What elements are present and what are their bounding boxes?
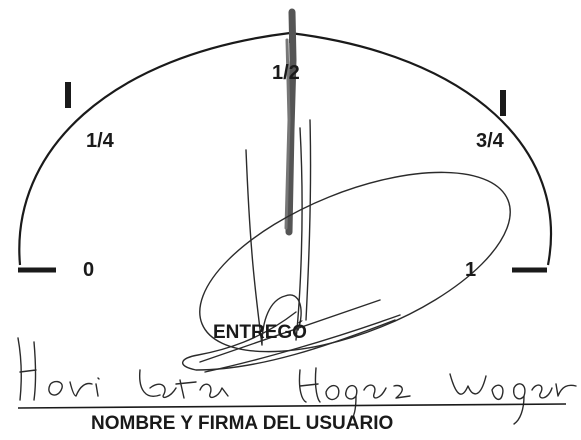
gauge-needle	[284, 8, 297, 236]
gauge-label-full: 1	[465, 259, 477, 281]
signature-caption: NOMBRE Y FIRMA DEL USUARIO	[91, 413, 394, 434]
gauge-label-half: 1/2	[272, 62, 300, 84]
gauge-label-empty: 0	[83, 259, 95, 281]
signature-scribble-icon	[17, 119, 577, 425]
delivered-by-label: ENTREGÓ	[213, 322, 307, 343]
signature-line	[17, 403, 567, 409]
gauge-label-three-quarters: 3/4	[476, 130, 504, 152]
gauge-label-quarter: 1/4	[86, 130, 114, 152]
